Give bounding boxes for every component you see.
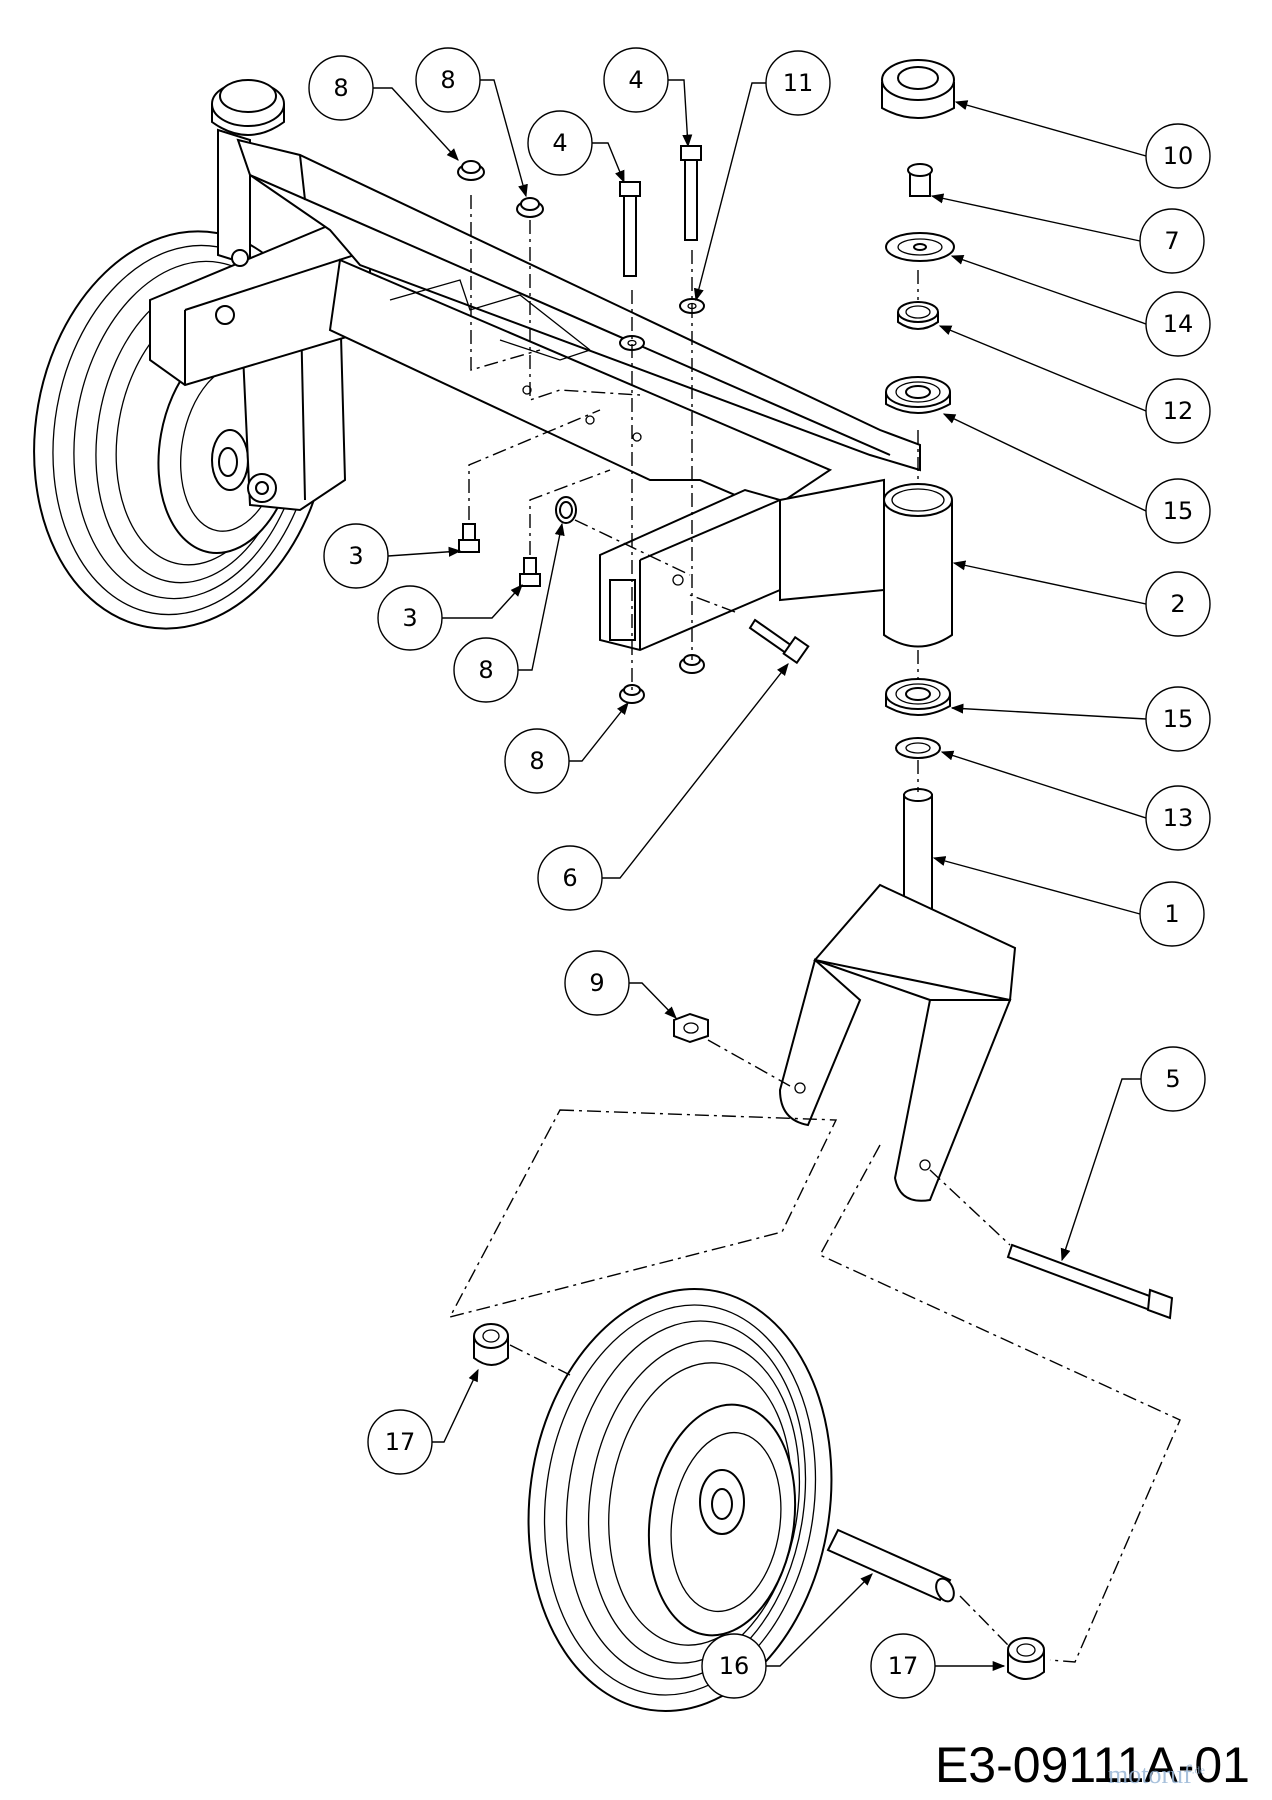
watermark-suffix: .de — [1191, 1764, 1205, 1777]
callout-17: 17 — [367, 1409, 433, 1475]
pivot-bearing-stack — [881, 59, 955, 759]
callout-3: 3 — [323, 523, 389, 589]
callout-13: 13 — [1145, 785, 1211, 851]
callout-7: 7 — [1139, 208, 1205, 274]
svg-text:3: 3 — [402, 604, 417, 632]
callout-5: 5 — [1140, 1046, 1206, 1112]
callout-8: 8 — [308, 55, 374, 121]
svg-text:17: 17 — [888, 1652, 919, 1680]
svg-text:3: 3 — [348, 542, 363, 570]
svg-text:9: 9 — [589, 969, 604, 997]
svg-text:8: 8 — [333, 74, 348, 102]
svg-text:10: 10 — [1163, 142, 1194, 170]
callout-11: 11 — [765, 50, 831, 116]
svg-text:17: 17 — [385, 1428, 416, 1456]
front-axle-frame — [149, 79, 953, 652]
callout-14: 14 — [1145, 291, 1211, 357]
svg-text:5: 5 — [1165, 1065, 1180, 1093]
svg-text:11: 11 — [783, 69, 814, 97]
callout-8: 8 — [453, 637, 519, 703]
callout-1: 1 — [1139, 881, 1205, 947]
callout-15: 15 — [1145, 686, 1211, 752]
svg-text:8: 8 — [478, 656, 493, 684]
watermark-logo: motoruf.de — [1108, 1760, 1205, 1790]
caster-wheel-assembly — [473, 1288, 1045, 1712]
callout-8: 8 — [504, 728, 570, 794]
svg-text:12: 12 — [1163, 397, 1194, 425]
callout-2: 2 — [1145, 571, 1211, 637]
svg-text:4: 4 — [552, 129, 567, 157]
callout-12: 12 — [1145, 378, 1211, 444]
svg-text:8: 8 — [440, 66, 455, 94]
callout-4: 4 — [603, 47, 669, 113]
svg-text:15: 15 — [1163, 705, 1194, 733]
callout-16: 16 — [701, 1633, 767, 1699]
callout-6: 6 — [537, 845, 603, 911]
svg-text:8: 8 — [529, 747, 544, 775]
svg-text:13: 13 — [1163, 804, 1194, 832]
svg-text:15: 15 — [1163, 497, 1194, 525]
caster-fork — [673, 788, 1174, 1320]
svg-text:7: 7 — [1164, 227, 1179, 255]
watermark-text: motoruf — [1108, 1760, 1192, 1789]
svg-text:2: 2 — [1170, 590, 1185, 618]
svg-text:16: 16 — [719, 1652, 750, 1680]
frame-hardware — [457, 145, 810, 704]
drawing-code: E3-09111A-01 — [934, 1737, 1250, 1793]
callout-17: 17 — [870, 1633, 936, 1699]
svg-text:4: 4 — [628, 66, 643, 94]
svg-text:1: 1 — [1164, 900, 1179, 928]
svg-text:14: 14 — [1163, 310, 1194, 338]
callout-10: 10 — [1145, 123, 1211, 189]
assembly-centerlines — [448, 195, 1181, 1663]
svg-text:6: 6 — [562, 864, 577, 892]
callout-3: 3 — [377, 585, 443, 651]
callout-15: 15 — [1145, 478, 1211, 544]
callout-8: 8 — [415, 47, 481, 113]
callout-9: 9 — [564, 950, 630, 1016]
callouts: 8 8 4 4 11 10 7 14 12 15 2 3 3 — [308, 47, 1211, 1699]
callout-4: 4 — [527, 110, 593, 176]
